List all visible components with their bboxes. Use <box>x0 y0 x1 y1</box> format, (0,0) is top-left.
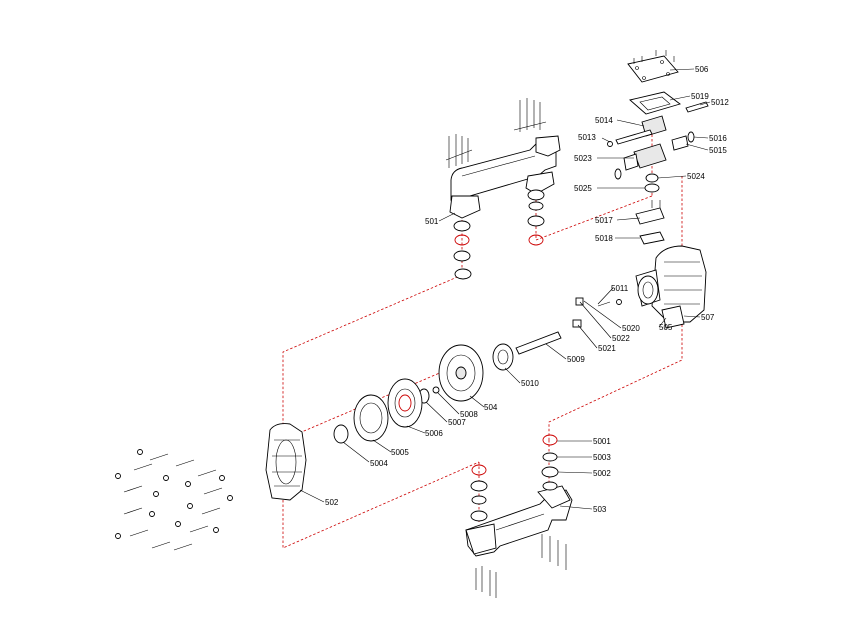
diaphragm-504 <box>438 344 484 402</box>
center-body <box>635 245 707 329</box>
label-5018: 5018 <box>595 234 613 243</box>
label-5005: 5005 <box>391 448 409 457</box>
label-5009: 5009 <box>567 355 585 364</box>
label-505: 505 <box>659 323 673 332</box>
label-5024: 5024 <box>687 172 705 181</box>
diaphragm-5006 <box>387 378 423 428</box>
label-5017: 5017 <box>595 216 613 225</box>
label-5013: 5013 <box>578 133 596 142</box>
leader-lines <box>299 68 711 510</box>
label-5012: 5012 <box>711 98 729 107</box>
bottom-right-valve-stack <box>541 434 559 491</box>
label-502: 502 <box>325 498 339 507</box>
label-504: 504 <box>484 403 498 412</box>
bottom-manifold <box>465 485 573 557</box>
label-5008: 5008 <box>460 410 478 419</box>
left-chamber-bolts <box>115 449 233 551</box>
label-5002: 5002 <box>593 469 611 478</box>
label-5006: 5006 <box>425 429 443 438</box>
label-506: 506 <box>695 65 709 74</box>
label-5020: 5020 <box>622 324 640 333</box>
left-chamber <box>265 423 307 501</box>
right-valve-stack <box>527 189 545 246</box>
label-5014: 5014 <box>595 116 613 125</box>
label-5003: 5003 <box>593 453 611 462</box>
part-labels: 501 502 503 504 505 506 507 5001 5003 50… <box>325 65 729 514</box>
shaft-parts <box>515 297 622 355</box>
label-5023: 5023 <box>574 154 592 163</box>
air-valve-cover <box>627 50 679 83</box>
label-5021: 5021 <box>598 344 616 353</box>
label-5016: 5016 <box>709 134 727 143</box>
label-5004: 5004 <box>370 459 388 468</box>
label-5011: 5011 <box>611 284 629 293</box>
top-manifold <box>449 135 561 219</box>
label-501: 501 <box>425 217 439 226</box>
air-valve-gasket <box>629 91 681 115</box>
label-5001: 5001 <box>593 437 611 446</box>
label-5007: 5007 <box>448 418 466 427</box>
label-503: 503 <box>593 505 607 514</box>
diaphragm-5004 <box>333 424 349 444</box>
air-valve-spool <box>607 101 709 245</box>
left-valve-stack <box>453 220 472 280</box>
top-manifold-bolts <box>445 98 547 168</box>
bottom-left-valve-stack <box>470 464 488 522</box>
label-5010: 5010 <box>521 379 539 388</box>
label-5022: 5022 <box>612 334 630 343</box>
label-5019: 5019 <box>691 92 709 101</box>
diaphragm-5010 <box>492 343 514 371</box>
label-507: 507 <box>701 313 715 322</box>
bottom-manifold-bolts <box>475 534 567 598</box>
label-5025: 5025 <box>574 184 592 193</box>
label-5015: 5015 <box>709 146 727 155</box>
diaphragm-5005 <box>353 394 389 442</box>
